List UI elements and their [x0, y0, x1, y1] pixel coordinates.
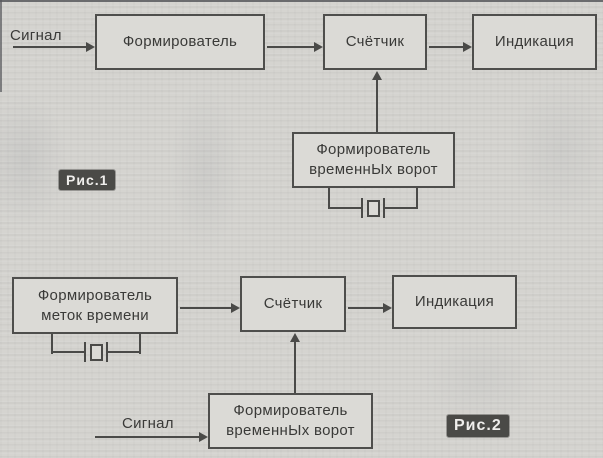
scan-edge-top [0, 0, 603, 2]
fig2-caption-badge: Рис.2 [447, 415, 509, 437]
fig1-caption-badge: Рис.1 [59, 170, 116, 190]
fig1-shaper-to-counter-arrowhead-icon [314, 42, 323, 52]
fig1-gate-former-line2: временнЫх ворот [309, 161, 438, 178]
crystal-drop-right [139, 334, 141, 354]
crystal-lead-left [51, 351, 85, 353]
fig1-gate-former-box: Формирователь временнЫх ворот [292, 132, 455, 188]
fig2-timemark-former-label: Формирователь меток времени [38, 286, 152, 326]
crystal-drop-left [51, 334, 53, 354]
fig2-signal-label: Сигнал [122, 415, 174, 432]
crystal-plate-right [106, 342, 108, 362]
crystal-drop-right [416, 188, 418, 209]
fig2-gate-former-box: Формирователь временнЫх ворот [208, 393, 373, 449]
fig2-counter-box: Счётчик [240, 276, 346, 332]
scan-edge-left [0, 0, 2, 92]
fig2-indication-label: Индикация [414, 293, 495, 310]
fig2-gate-former-line1: Формирователь [233, 402, 348, 419]
crystal-lead-right [385, 207, 418, 209]
fig1-counter-label: Счётчик [345, 33, 405, 50]
fig2-signal-arrow-line [95, 436, 199, 438]
fig1-signal-label: Сигнал [10, 27, 62, 44]
fig2-gate-to-counter-arrowhead-icon [290, 333, 300, 342]
crystal-lead-right [108, 351, 141, 353]
fig2-timemark-former-line1: Формирователь [37, 286, 153, 304]
crystal-drop-left [328, 188, 330, 209]
fig1-counter-to-indication-line [429, 46, 463, 48]
fig2-timemark-to-counter-arrowhead-icon [231, 303, 240, 313]
fig1-gate-former-label: Формирователь временнЫх ворот [309, 140, 438, 180]
fig2-timemark-to-counter-line [180, 307, 231, 309]
fig2-gate-former-line2: временнЫх ворот [226, 422, 355, 439]
crystal-body [90, 344, 103, 361]
crystal-plate-right [383, 198, 385, 218]
crystal-lead-left [328, 207, 362, 209]
fig2-counter-to-indication-arrowhead-icon [383, 303, 392, 313]
crystal-plate-left [84, 342, 86, 362]
fig1-signal-arrowhead-icon [86, 42, 95, 52]
fig2-counter-to-indication-line [348, 307, 383, 309]
fig2-counter-label: Счётчик [263, 295, 323, 312]
fig1-shaper-box: Формирователь [95, 14, 265, 70]
crystal-plate-left [361, 198, 363, 218]
fig1-shaper-label: Формирователь [122, 33, 238, 50]
fig2-gate-former-label: Формирователь временнЫх ворот [226, 401, 355, 441]
fig1-signal-arrow-line [13, 46, 86, 48]
fig1-gate-to-counter-line [376, 79, 378, 132]
fig2-gate-to-counter-line [294, 341, 296, 393]
fig1-gate-former-line1: Формирователь [316, 141, 431, 158]
fig2-timemark-former-box: Формирователь меток времени [12, 277, 178, 334]
fig1-indication-box: Индикация [472, 14, 597, 70]
fig2-timemark-former-line2: меток времени [41, 306, 149, 324]
crystal-body [367, 200, 380, 217]
fig1-counter-box: Счётчик [323, 14, 427, 70]
fig1-gate-to-counter-arrowhead-icon [372, 71, 382, 80]
fig2-indication-box: Индикация [392, 275, 517, 329]
fig1-indication-label: Индикация [494, 33, 575, 50]
fig1-shaper-to-counter-line [267, 46, 314, 48]
fig2-signal-arrowhead-icon [199, 432, 208, 442]
fig1-counter-to-indication-arrowhead-icon [463, 42, 472, 52]
